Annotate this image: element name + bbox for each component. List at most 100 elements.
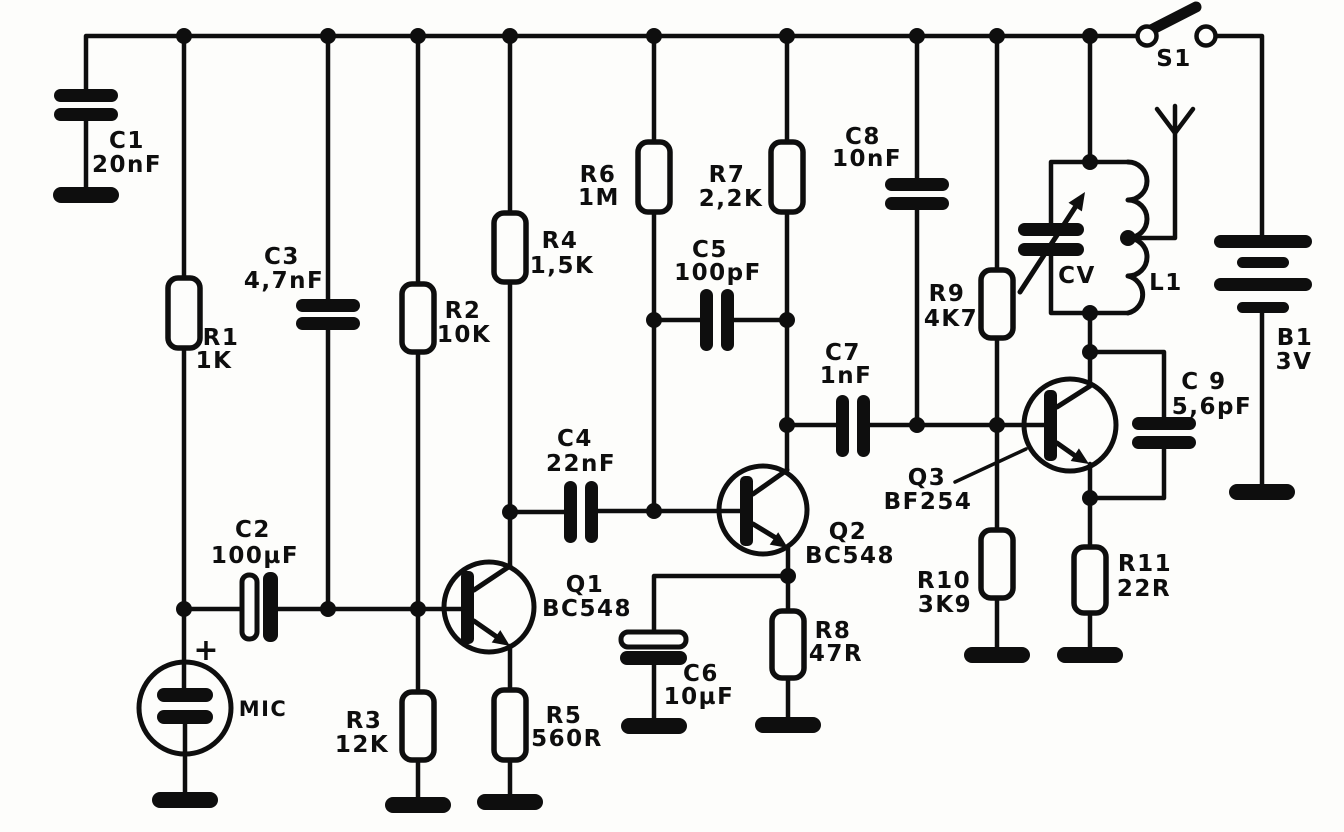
transistor-q3-base-bar (1044, 390, 1057, 461)
ground-symbol-c6 (621, 718, 687, 734)
junction-dot (1082, 305, 1098, 321)
label-c1-value: 20nF (92, 152, 162, 178)
label-c7-ref: C7 (825, 340, 861, 366)
junction-dot (410, 601, 426, 617)
label-r4-value: 1,5K (530, 253, 595, 279)
label-r9-ref: R9 (929, 281, 966, 307)
label-r7-value: 2,2K (699, 186, 764, 212)
label-c6-value: 10µF (664, 684, 735, 710)
ground-symbol-r8 (755, 717, 821, 733)
switch-s1 (1135, 1, 1218, 48)
label-q2-ref: Q2 (829, 519, 868, 545)
label-mic-ref: MIC (239, 697, 288, 721)
label-b1-ref: B1 (1277, 325, 1314, 351)
label-q3-ref: Q3 (908, 465, 947, 491)
ground-symbol-r11 (1057, 647, 1123, 663)
label-r11-value: 22R (1117, 576, 1171, 602)
label-r5-value: 560R (531, 726, 603, 752)
battery-b1-plate-short (1237, 302, 1289, 313)
capacitor-c3-plate (296, 317, 360, 330)
junction-dot (320, 28, 336, 44)
wire-supply-rail (83, 33, 1141, 93)
junction-dot (176, 601, 192, 617)
junction-dots (176, 28, 1136, 617)
battery-b1-plate-short (1237, 257, 1289, 268)
capacitor-c1-plate (54, 89, 118, 102)
capacitor-c5-plate (721, 289, 734, 351)
capacitor-c6-plate-positive (618, 629, 689, 650)
wire-battery-branch (1212, 33, 1265, 487)
label-r8-ref: R8 (815, 618, 852, 644)
label-q1-ref: Q1 (566, 572, 605, 598)
junction-dot (1120, 230, 1136, 246)
wire-c9-bracket (1087, 349, 1167, 501)
label-r2-value: 10K (437, 322, 491, 348)
capacitor-c9-plate (1132, 436, 1196, 449)
capacitor-c3-plate (296, 299, 360, 312)
label-c1-ref: C1 (109, 128, 145, 154)
ground-symbol-c1 (53, 187, 119, 203)
transistor-q2 (716, 463, 810, 557)
capacitor-c7-plate (836, 395, 849, 457)
junction-dot (320, 601, 336, 617)
label-c6-ref: C6 (683, 661, 719, 687)
label-r2-ref: R2 (445, 298, 482, 324)
resistor-r5 (491, 687, 529, 763)
junction-dot (1082, 28, 1098, 44)
junction-dot (989, 417, 1005, 433)
label-c8-value: 10nF (832, 146, 902, 172)
wire-antenna-feed (1125, 130, 1178, 241)
ground-symbol-r5 (477, 794, 543, 810)
junction-dot (989, 28, 1005, 44)
label-q2-value: BC548 (805, 543, 895, 569)
label-r9-value: 4K7 (924, 306, 978, 332)
variable-capacitor-cv-plate (1018, 243, 1084, 256)
label-c4-ref: C4 (557, 426, 593, 452)
label-r4-ref: R4 (542, 228, 579, 254)
junction-dot (909, 417, 925, 433)
junction-dot (410, 28, 426, 44)
resistor-r8 (769, 608, 807, 681)
junction-dot (779, 28, 795, 44)
wire-q2-leads (784, 422, 791, 579)
label-c9-value: 5,6pF (1172, 394, 1252, 420)
label-q1-value: BC548 (542, 596, 632, 622)
battery-b1-plate-long (1214, 235, 1312, 248)
label-r8-value: 47R (809, 641, 863, 667)
transistor-q1-base-bar (461, 571, 474, 644)
label-c4-value: 22nF (546, 451, 616, 477)
label-c7-value: 1nF (820, 363, 873, 389)
resistor-r3 (399, 689, 437, 763)
q3-pointer-line (953, 447, 1028, 484)
junction-dot (779, 312, 795, 328)
label-r6-value: 1M (578, 185, 620, 211)
junction-dot (1082, 490, 1098, 506)
resistor-r7 (768, 139, 806, 215)
battery-b1-plate-long (1214, 278, 1312, 291)
ground-symbol-r10 (964, 647, 1030, 663)
label-r7-ref: R7 (709, 162, 746, 188)
junction-dot (646, 312, 662, 328)
capacitor-c2-plate-positive (239, 572, 260, 642)
label-r3-ref: R3 (346, 708, 383, 734)
label-r1-ref: R1 (203, 325, 240, 351)
label-l1-ref: L1 (1149, 270, 1183, 296)
resistor-r10 (978, 527, 1016, 601)
label-c3-ref: C3 (264, 244, 300, 270)
wire-cv-branch (1048, 159, 1093, 316)
ground-symbol-mic (152, 792, 218, 808)
label-r10-ref: R10 (917, 568, 971, 594)
transistor-q1 (441, 559, 537, 655)
label-r10-value: 3K9 (918, 592, 972, 618)
transistor-q1-emitter-arrow (491, 630, 510, 646)
transistor-q2-emitter-arrow (769, 532, 788, 548)
capacitor-c4-plate (585, 481, 598, 543)
capacitor-c8-plate (885, 178, 949, 191)
label-c5-ref: C5 (692, 237, 728, 263)
label-b1-value: 3V (1276, 349, 1313, 375)
variable-capacitor-cv-arrow (1017, 192, 1085, 295)
capacitor-c1-plate (54, 108, 118, 121)
label-c5-value: 100pF (674, 260, 762, 286)
